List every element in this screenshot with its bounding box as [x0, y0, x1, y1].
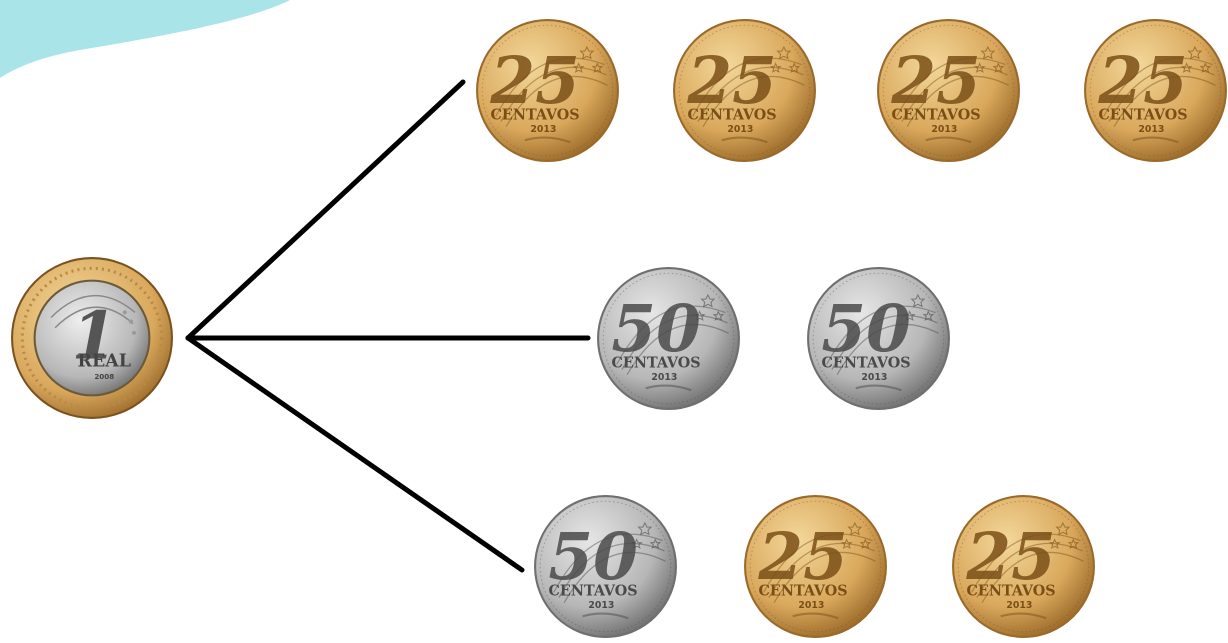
coin-1-real: 1 REAL 2008: [10, 256, 174, 420]
coin-year-text: 2013: [798, 600, 824, 611]
coin-word-text: CENTAVOS: [822, 355, 911, 372]
coin-word-text: CENTAVOS: [688, 107, 777, 124]
coin-year-text: 2013: [931, 124, 957, 135]
coin-year-text: 2008: [94, 372, 114, 381]
coin-word-text: REAL: [78, 352, 131, 372]
coin-word-text: CENTAVOS: [759, 583, 848, 600]
coin-word-text: CENTAVOS: [612, 355, 701, 372]
coin-year-text: 2013: [1138, 124, 1164, 135]
coin-word-text: CENTAVOS: [549, 583, 638, 600]
coin-year-text: 2013: [861, 372, 887, 383]
connector-line-bottom: [188, 338, 522, 570]
coin-year-text: 2013: [1006, 600, 1032, 611]
coin-word-text: CENTAVOS: [967, 583, 1056, 600]
coin-word-text: CENTAVOS: [1099, 107, 1188, 124]
coin-year-text: 2013: [588, 600, 614, 611]
coin-word-text: CENTAVOS: [892, 107, 981, 124]
coin-year-text: 2013: [651, 372, 677, 383]
connector-line-top: [188, 82, 463, 338]
coin-word-text: CENTAVOS: [491, 107, 580, 124]
coin-year-text: 2013: [530, 124, 556, 135]
coin-year-text: 2013: [727, 124, 753, 135]
